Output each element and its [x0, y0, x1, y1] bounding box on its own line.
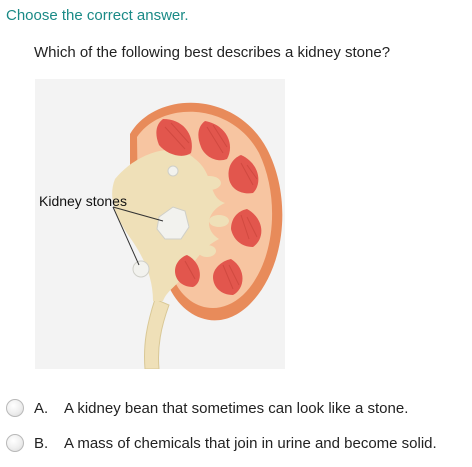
kidney-cross-section-image — [112, 102, 283, 369]
answer-option-a[interactable]: A. A kidney bean that sometimes can look… — [6, 399, 408, 417]
instruction-text: Choose the correct answer. — [6, 7, 189, 24]
option-a-letter: A. — [34, 399, 49, 417]
radio-button-b[interactable] — [6, 434, 24, 452]
radio-button-a[interactable] — [6, 399, 24, 417]
option-b-letter: B. — [34, 434, 49, 452]
question-text: Which of the following best describes a … — [34, 44, 391, 61]
option-a-text: A kidney bean that sometimes can look li… — [64, 399, 409, 417]
answer-option-b[interactable]: B. A mass of chemicals that join in urin… — [6, 434, 437, 452]
kidney-stones-callout-label: Kidney stones — [39, 193, 127, 209]
kidney-illustration: Kidney stones — [35, 79, 285, 369]
option-b-text: A mass of chemicals that join in urine a… — [64, 434, 437, 452]
